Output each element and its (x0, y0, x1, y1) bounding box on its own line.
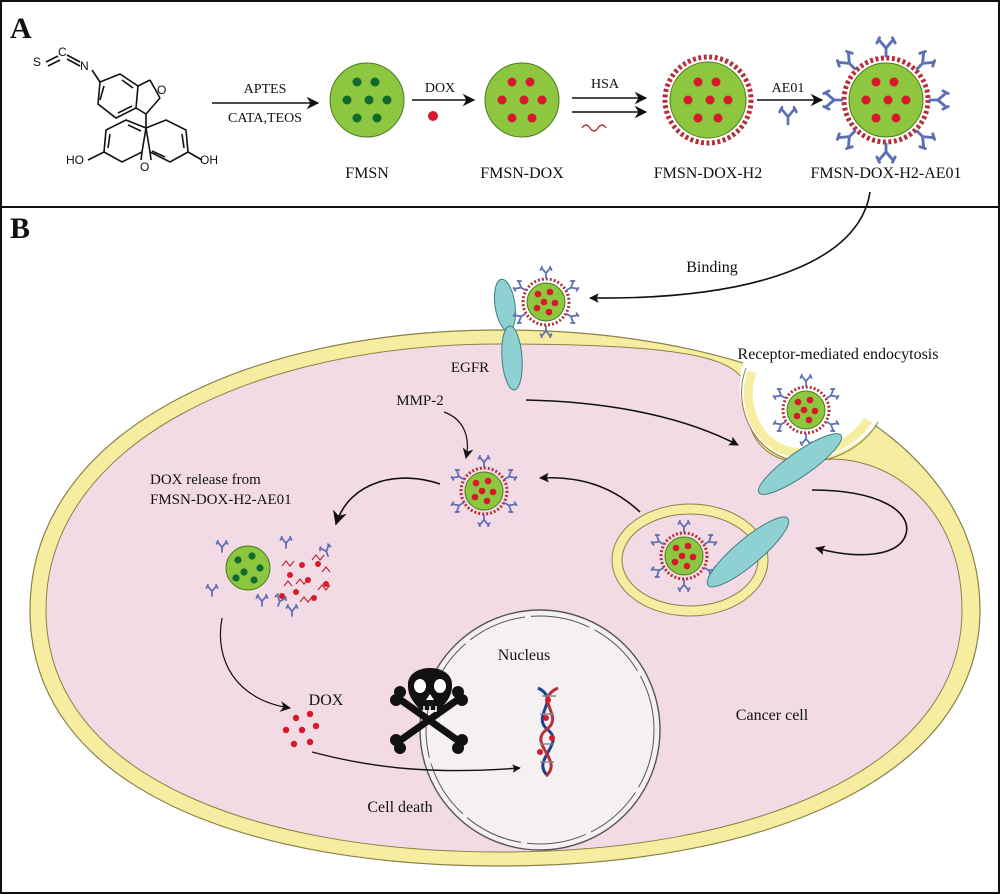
label-fmsn-dox-h2: FMSN-DOX-H2 (654, 165, 762, 182)
egfr-label: EGFR (451, 360, 489, 376)
internalization-arrow (525, 399, 739, 446)
mmp2-arrow (443, 411, 474, 460)
arrow2-label: DOX (425, 81, 455, 96)
endocytosis-label: Receptor-mediated endocytosis (738, 346, 939, 363)
fmsn-dox-particle (484, 62, 560, 138)
label-fmsn-dox-h2-ae01: FMSN-DOX-H2-AE01 (810, 165, 961, 182)
release-label-line1: DOX release from (150, 472, 261, 488)
panel-b-frame (0, 206, 1000, 894)
atom-c: C (58, 45, 67, 59)
cancer-cell-label: Cancer cell (736, 707, 809, 724)
free-dox-molecules (282, 710, 320, 748)
dox-label: DOX (309, 692, 344, 709)
egfr-receptor-surface (493, 278, 523, 391)
endosome-formation-arrow (811, 489, 908, 556)
binding-arrow (589, 191, 871, 303)
skull-crossbones-icon (390, 668, 468, 754)
dna-icon (537, 686, 559, 778)
nucleus-label: Nucleus (498, 647, 550, 664)
fmsn-dox-h2-particle (662, 54, 754, 146)
fmsn-particle (329, 62, 405, 138)
atom-oh: OH (200, 153, 218, 167)
binding-label: Binding (686, 259, 738, 276)
released-components (205, 535, 335, 617)
atom-o-xanthene: O (140, 160, 149, 174)
dox-molecule-icon (428, 111, 438, 121)
release-label-line2: FMSN-DOX-H2-AE01 (150, 492, 292, 508)
atom-n: N (80, 59, 89, 73)
hsa-strand-icon (581, 124, 607, 132)
cell-death-label: Cell death (367, 799, 432, 816)
mmp2-label: MMP-2 (396, 393, 444, 409)
panel-b-label: B (10, 212, 30, 245)
egfr-receptor-endosome (706, 516, 790, 588)
nanoparticle-bound (513, 267, 580, 337)
dox-release-arrow (219, 617, 292, 712)
antibody-icon (778, 105, 798, 126)
degradation-arrow (333, 477, 441, 526)
atom-o-lactone: O (157, 83, 166, 97)
fitc-structure (45, 54, 203, 163)
arrow3-label: HSA (591, 77, 620, 92)
arrow1-bottom-label: CATA,TEOS (228, 111, 302, 126)
panel-a-label: A (10, 12, 32, 45)
fmsn-dox-h2-ae01-particle (822, 36, 950, 164)
egfr-receptor-pocket (757, 433, 843, 495)
atom-s: S (33, 55, 41, 69)
endosomal-escape-arrow (539, 472, 641, 513)
label-fmsn-dox: FMSN-DOX (480, 165, 564, 182)
dox-to-dna-arrow (311, 751, 521, 773)
atom-ho: HO (66, 153, 84, 167)
nucleus (419, 609, 661, 851)
arrow4-label: AE01 (772, 81, 805, 96)
arrow1-top-label: APTES (244, 82, 287, 97)
label-fmsn: FMSN (345, 165, 389, 182)
